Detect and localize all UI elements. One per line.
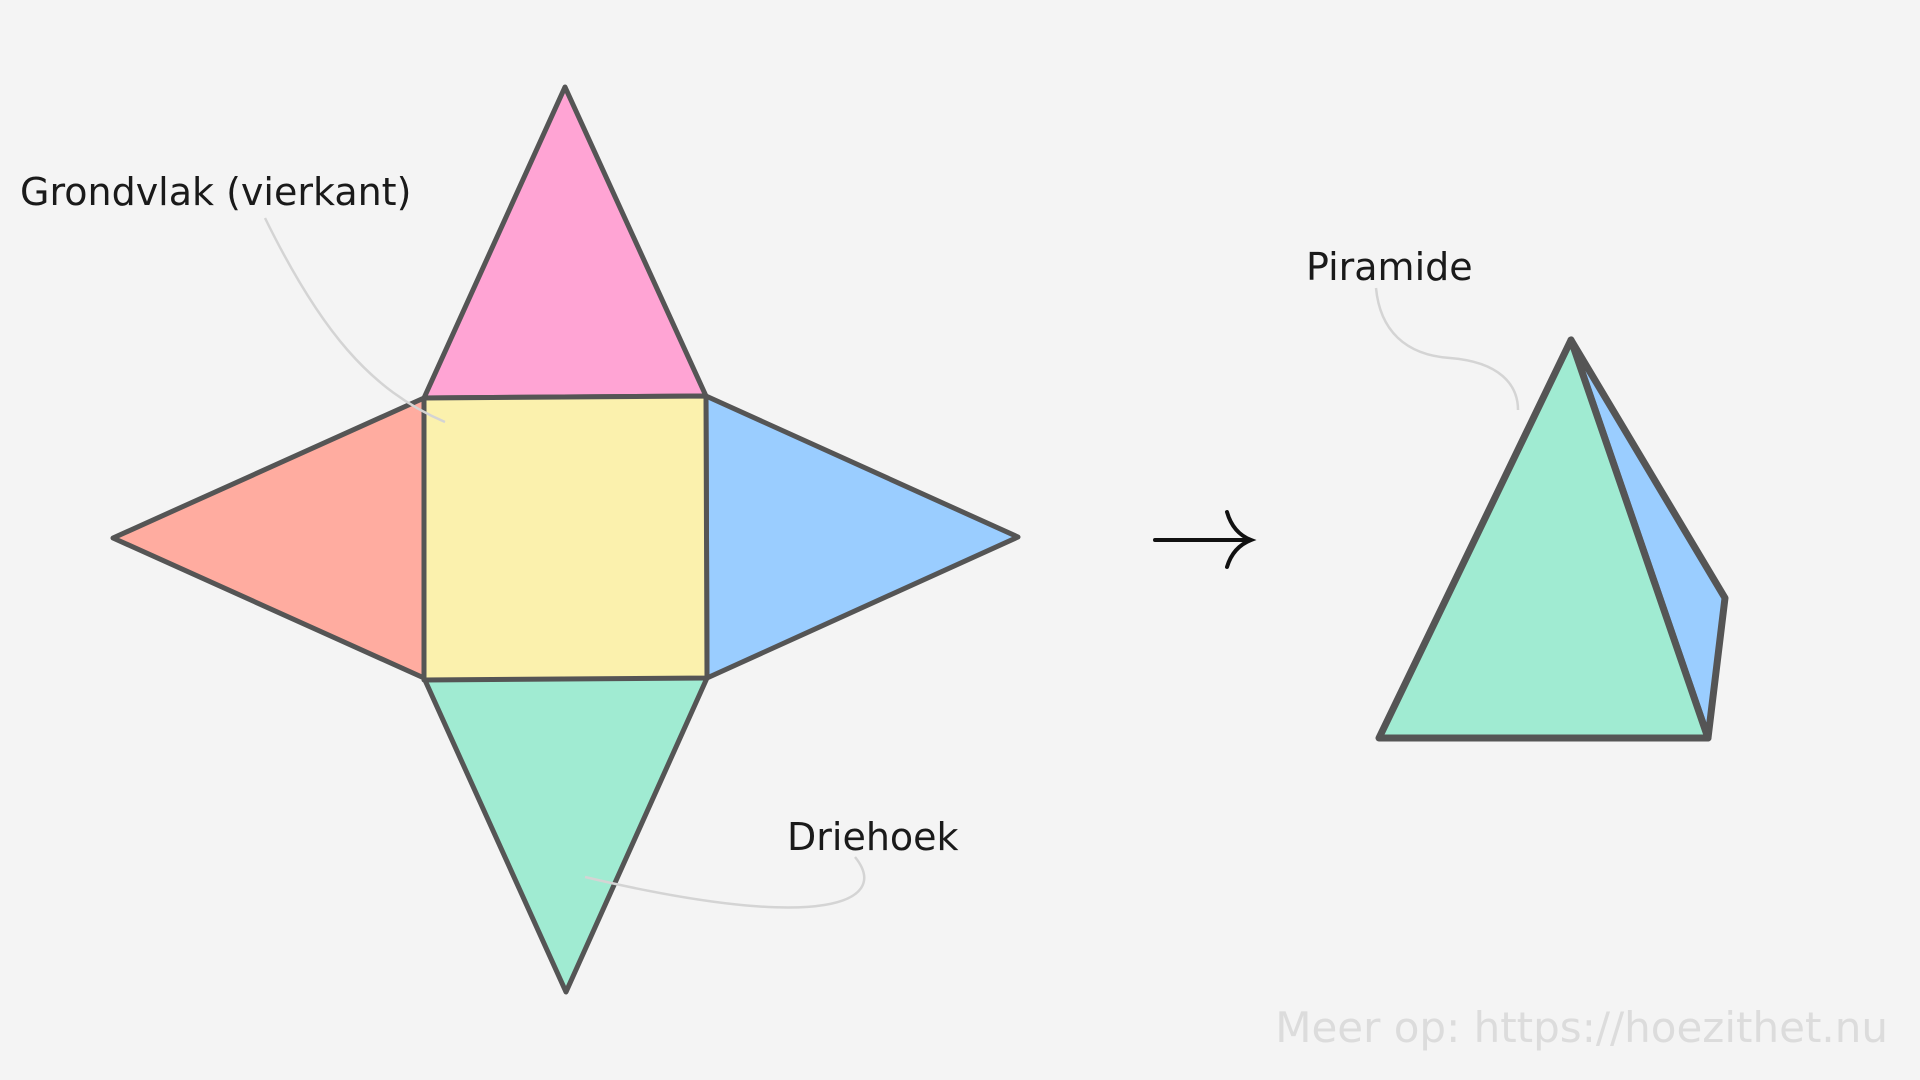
pyramid-front-face [1375, 336, 1712, 742]
right-arrow-icon [1153, 510, 1257, 569]
left-triangle [110, 395, 427, 681]
right-triangle [703, 393, 1021, 681]
triangle-leader-line [584, 856, 866, 909]
pyramid-net [110, 84, 1021, 995]
triangle-label: Driehoek [787, 815, 959, 859]
pyramid-label: Piramide [1306, 245, 1473, 289]
watermark-text: Meer op: https://hoezithet.nu [1275, 1003, 1888, 1052]
top-triangle [421, 84, 709, 401]
base-square [421, 393, 710, 683]
pyramid-leader-line [1374, 287, 1520, 411]
base-leader-line [263, 217, 446, 424]
pyramid-3d [1375, 336, 1729, 742]
bottom-triangle [421, 675, 710, 995]
base-label: Grondvlak (vierkant) [20, 170, 411, 214]
